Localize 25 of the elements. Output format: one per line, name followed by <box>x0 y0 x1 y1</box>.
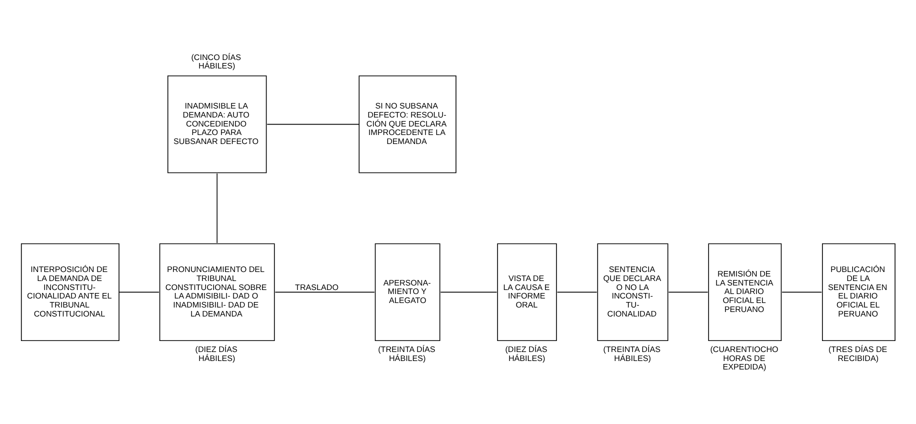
node-box: REMISIÓN DE LA SENTENCIA AL DIARIO OFICIAL EL PERUANO <box>708 242 782 341</box>
node-box: APERSONA- MIENTO Y ALEGATO <box>374 242 440 341</box>
node-box: INTERPOSICIÓN DE LA DEMANDA DE INCONSTITU- CIONALIDAD ANTE EL TRIBUNAL CONSTITUCIONAL <box>20 242 120 341</box>
node-box: PUBLICACIÓN DE LA SENTENCIA EN EL DIARIO OFICIAL EL PERUANO <box>822 242 896 341</box>
connector <box>274 291 375 292</box>
node-box: INADMISIBLE LA DEMANDA: AUTO CONCEDIENDO PLAZO PARA SUBSANAR DEFECTO <box>167 75 267 173</box>
node-label: (TREINTA DÍAS HÁBILES) <box>603 344 660 362</box>
connector <box>782 291 822 292</box>
node-label: (CUARENTIOCHO HORAS DE EXPEDIDA) <box>710 344 778 372</box>
connector <box>216 172 218 243</box>
connector <box>556 291 598 292</box>
node-label: (DIEZ DÍAS HÁBILES) <box>195 344 238 362</box>
node-label: (TRES DÍAS DE RECIBIDA) <box>828 344 888 362</box>
node-box: VISTA DE LA CAUSA E INFORME ORAL <box>497 242 557 341</box>
connector <box>440 291 498 292</box>
node-label: (TREINTA DÍAS HÁBILES) <box>378 344 436 362</box>
node-label: (DIEZ DÍAS HÁBILES) <box>505 344 548 362</box>
node-box: SI NO SUBSANA DEFECTO: RESOLU- CIÓN QUE DECLARA IMPROCEDENTE LA DEMANDA <box>358 75 456 173</box>
connector <box>668 291 708 292</box>
node-box: SENTENCIA QUE DECLARA O NO LA INCONSTI- TU- CIONALIDAD <box>597 242 668 341</box>
connector <box>266 123 360 124</box>
node-box: PRONUNCIAMIENTO DEL TRIBUNAL CONSTITUCIONAL SOBRE LA ADMISIBILI- DAD O INADMISIBILI- DAD DE LA DEMANDA <box>159 242 275 341</box>
node-label: (CINCO DÍAS HÁBILES) <box>191 52 241 70</box>
connector <box>118 291 160 292</box>
edge-label: TRASLADO <box>295 282 338 292</box>
